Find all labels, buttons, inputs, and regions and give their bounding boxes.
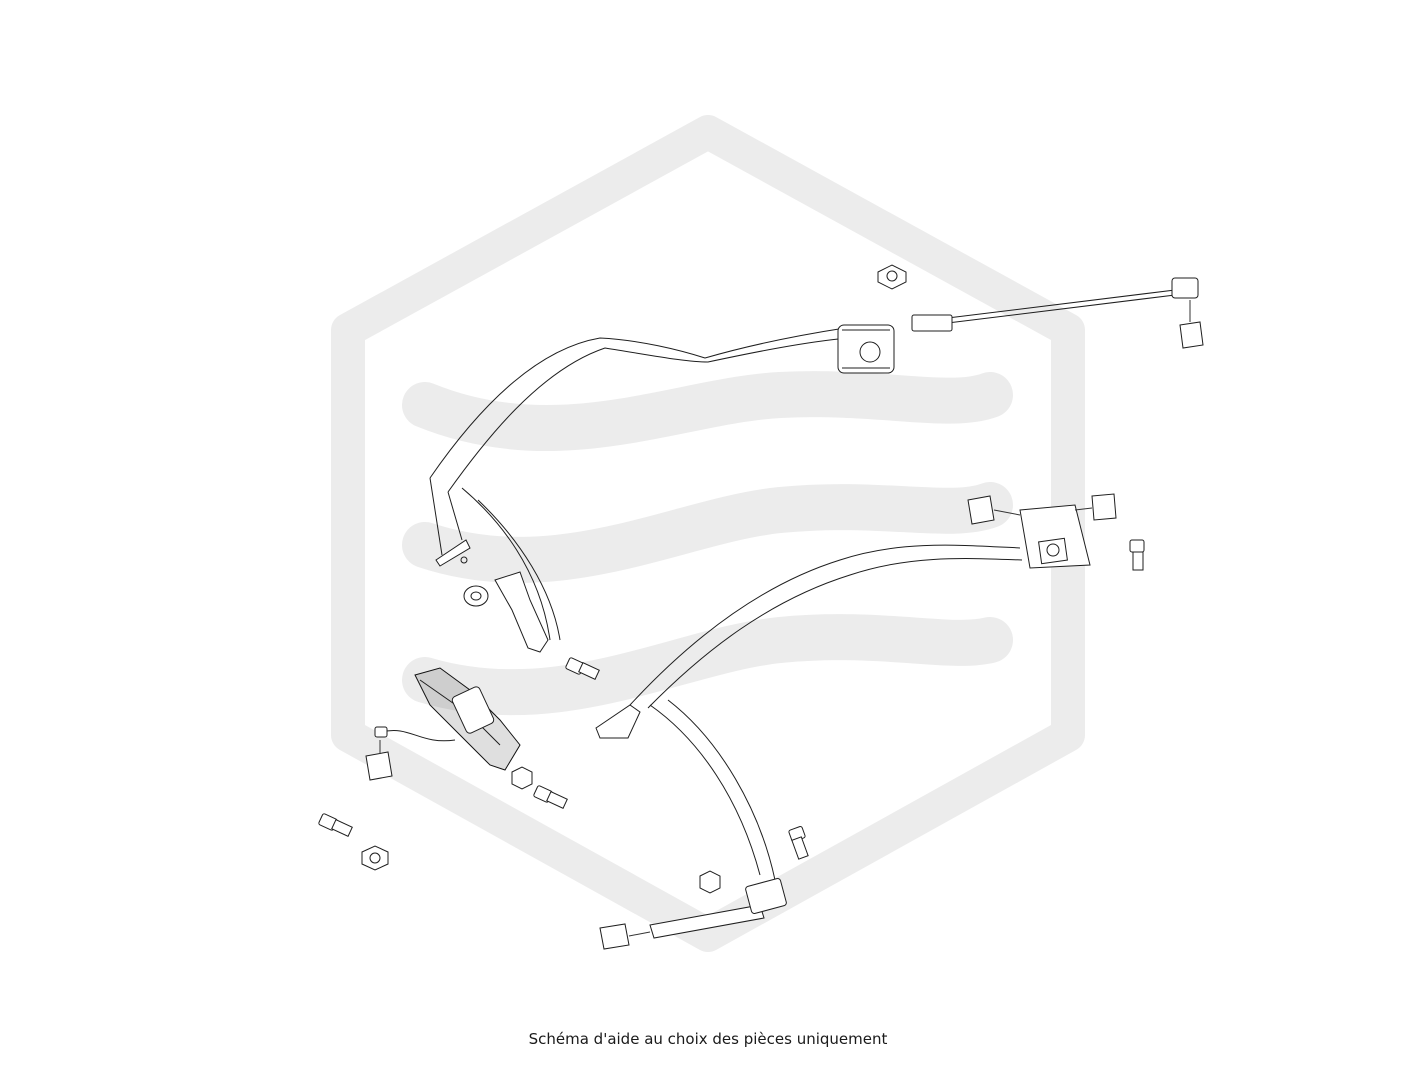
spacer-washer[interactable]	[463, 585, 489, 607]
tongue-plate[interactable]	[435, 539, 471, 567]
belt-guide-bracket[interactable]	[494, 571, 549, 653]
upper-seat-belt-strap[interactable]	[429, 327, 849, 641]
ref-label-bottom-left[interactable]	[365, 740, 393, 781]
bolt-center[interactable]	[565, 657, 600, 680]
flange-nut-left[interactable]	[361, 845, 389, 871]
buckle-bolt[interactable]	[533, 785, 568, 809]
lower-retractor[interactable]	[1019, 504, 1091, 569]
flange-nut-top[interactable]	[877, 264, 907, 290]
ref-label-top-right[interactable]	[1179, 300, 1204, 349]
bolt-left[interactable]	[318, 813, 353, 837]
hexagon-wave-logo-icon	[331, 115, 1085, 952]
diagram-caption: Schéma d'aide au choix des pièces unique…	[528, 1030, 888, 1048]
seat-belt-buckle[interactable]	[414, 667, 521, 771]
ref-label-mid-left[interactable]	[967, 495, 1021, 525]
ref-label-mid-right[interactable]	[1074, 493, 1117, 521]
pretensioner-nut[interactable]	[699, 870, 721, 894]
pretensioner-tube[interactable]	[649, 877, 787, 939]
buckle-sensor-wire[interactable]	[374, 726, 456, 742]
ref-label-bottom[interactable]	[599, 923, 651, 950]
height-adjuster-cable[interactable]	[911, 277, 1199, 332]
lower-bolt[interactable]	[788, 826, 809, 860]
retractor-bolt[interactable]	[1129, 539, 1145, 571]
anchor-plate[interactable]	[595, 704, 641, 739]
lower-seat-belt-strap[interactable]	[629, 544, 1023, 881]
buckle-nut[interactable]	[511, 766, 533, 790]
upper-retractor[interactable]	[837, 324, 895, 374]
